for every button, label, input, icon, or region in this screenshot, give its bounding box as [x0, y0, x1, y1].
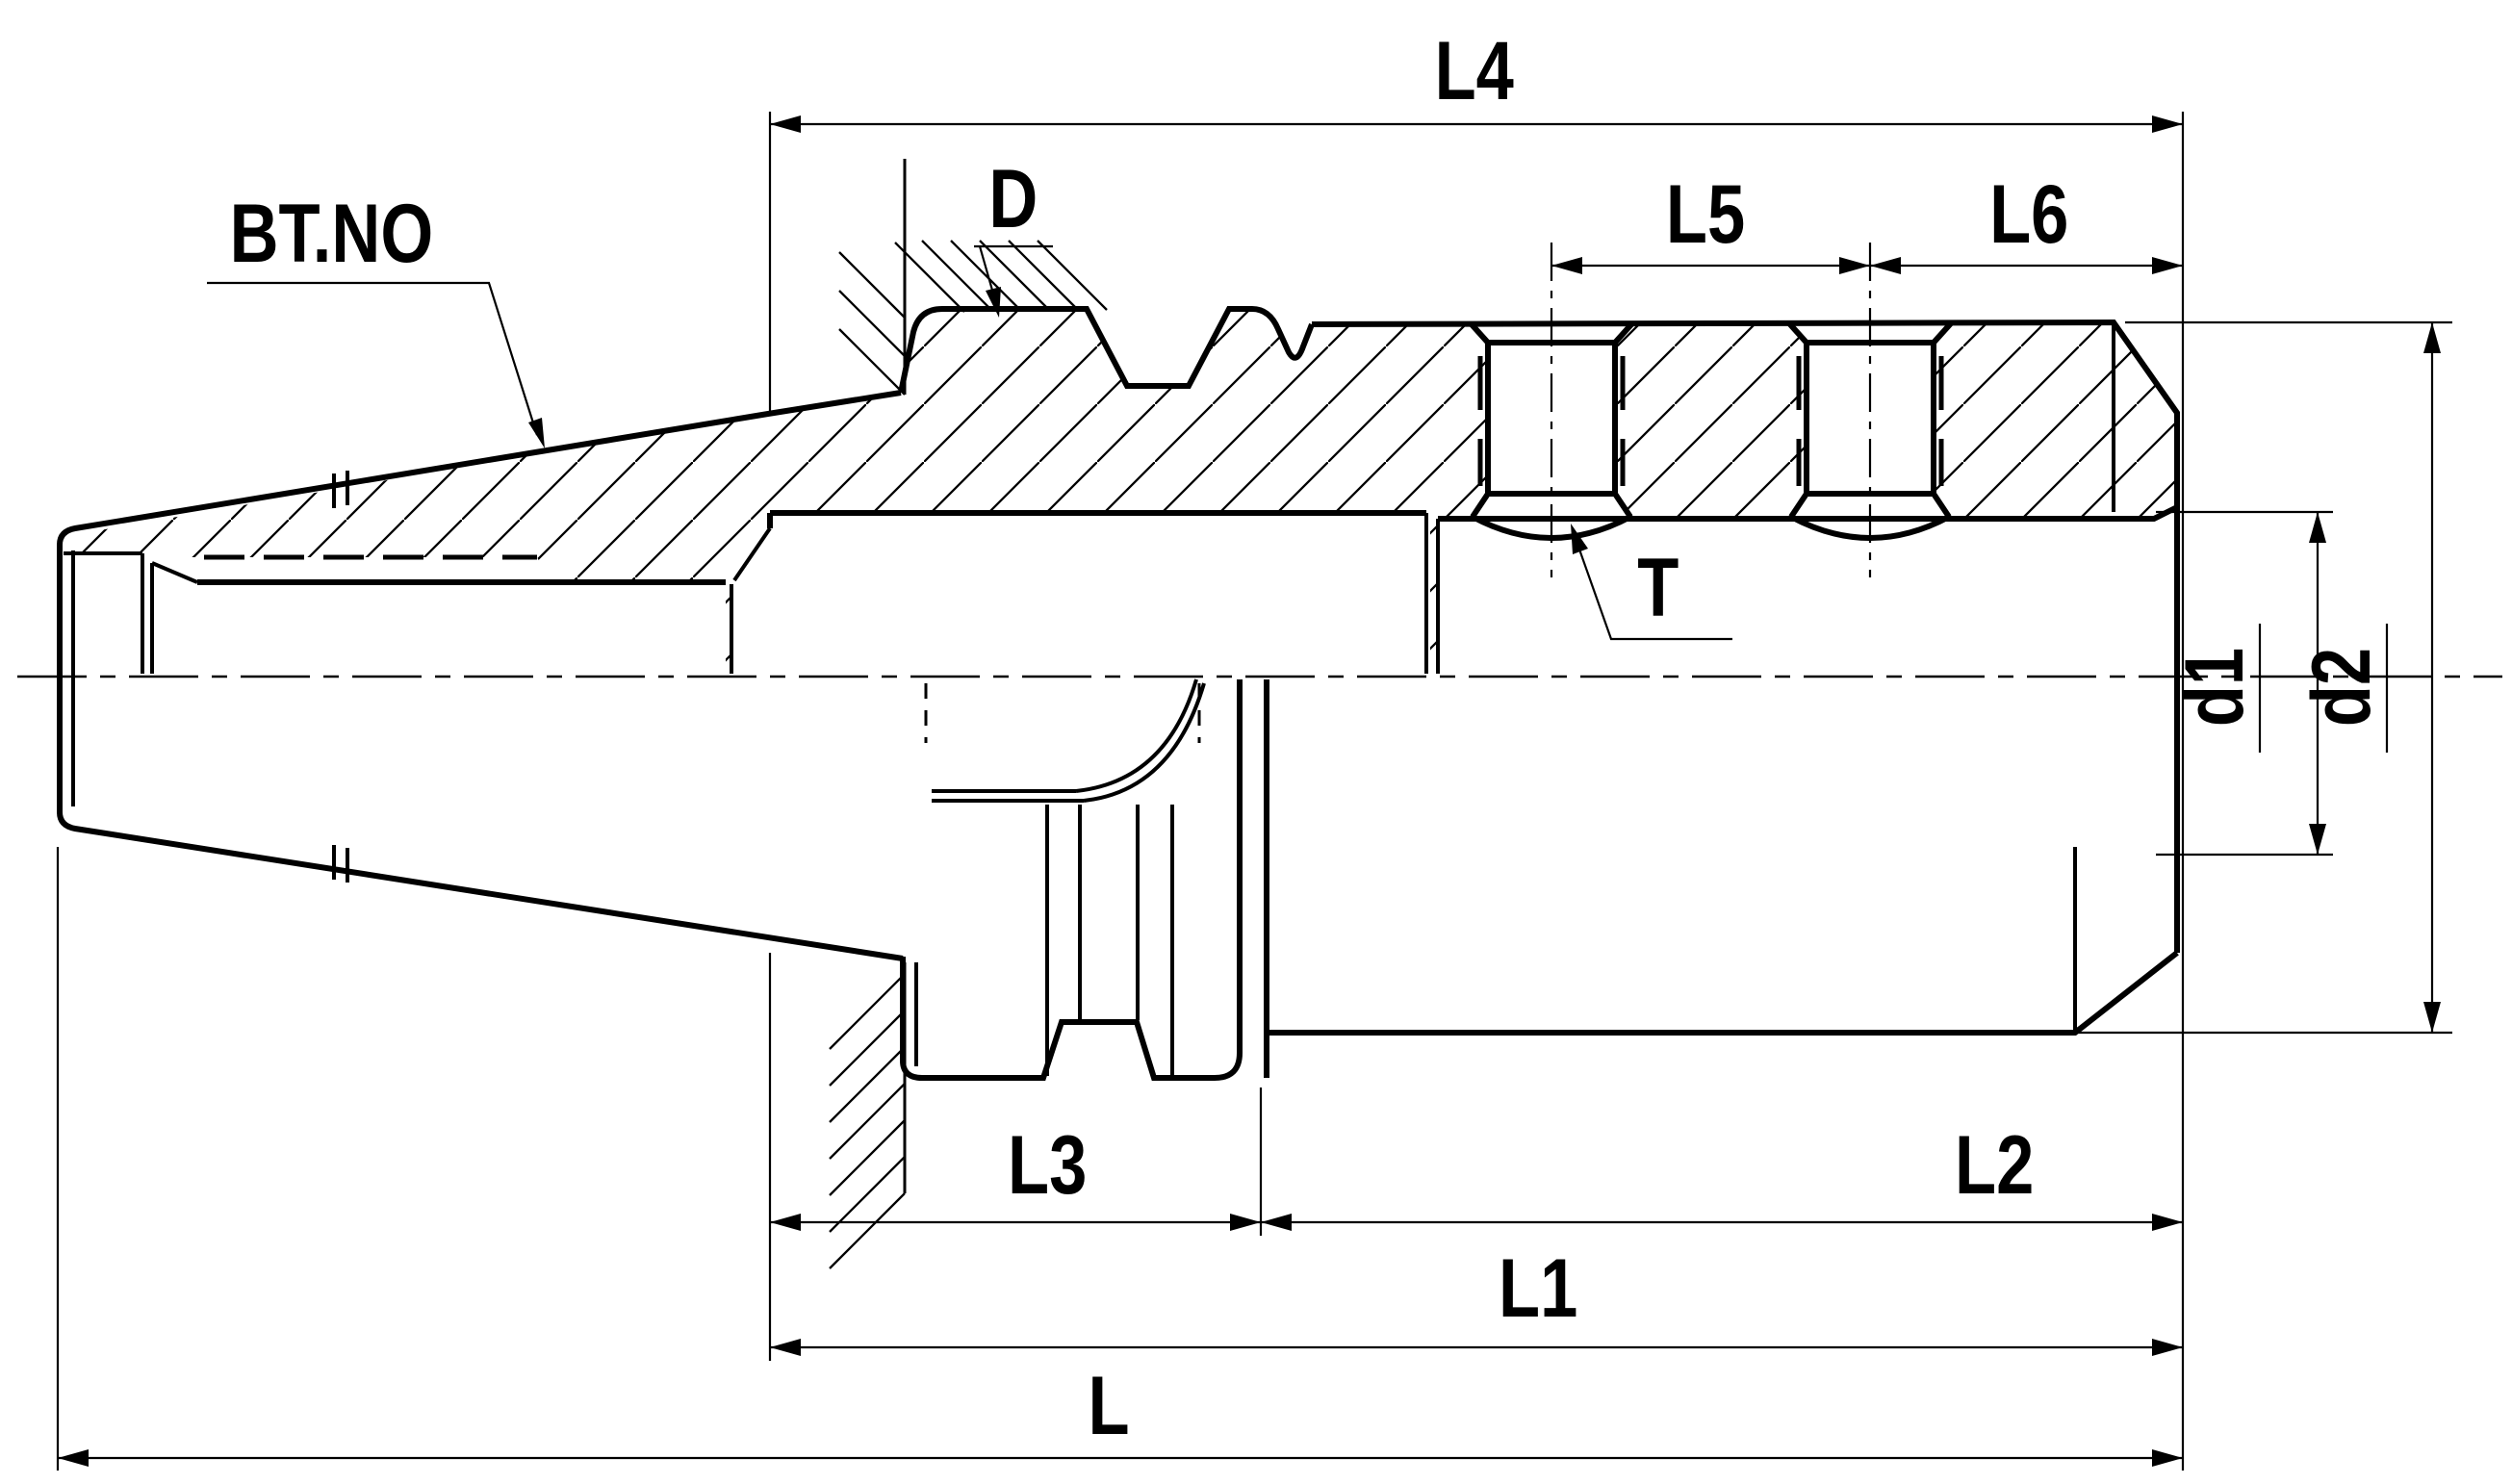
dim-label-l4: L4 [1435, 24, 1515, 116]
leader-T [1571, 524, 1732, 641]
body-outline-bottom [1267, 847, 2179, 1036]
dim-label-d: D [988, 152, 1038, 244]
dim-L1 [770, 1339, 2183, 1356]
dim-label-l6: L6 [1989, 167, 2068, 260]
set-screw-hole-2 [1786, 243, 1954, 577]
taper-shank-bottom [57, 811, 904, 961]
flange-bottom-view [900, 678, 1269, 1081]
taper-shank [57, 390, 902, 883]
spindle-wall-bottom [829, 962, 907, 1269]
dim-d2 [2385, 322, 2441, 1033]
dim-L5 [1551, 257, 1870, 274]
leader-bt-no [207, 281, 545, 448]
leader-D [974, 244, 1053, 318]
dim-label-d1: d1 [2167, 648, 2260, 727]
dim-L4 [770, 115, 2183, 133]
spindle-wall-top [838, 159, 1108, 396]
dim-label-l1: L1 [1499, 1241, 1577, 1334]
dim-L3 [770, 1214, 1261, 1231]
dim-label-t: T [1637, 541, 1679, 633]
dim-label-d2: d2 [2294, 648, 2387, 727]
dim-label-l5: L5 [1666, 167, 1745, 260]
dim-L2 [1261, 1214, 2183, 1231]
dim-label-l2: L2 [1955, 1118, 2034, 1211]
set-screw-hole-1 [1468, 243, 1635, 577]
dim-L6 [1870, 257, 2183, 274]
pull-stud-thread-bore [64, 526, 772, 674]
section-hatch [64, 309, 2177, 675]
body-outline-top [1311, 319, 2180, 953]
dim-d1 [2258, 512, 2326, 855]
dim-label-l3: L3 [1008, 1118, 1087, 1211]
label-bt-no: BT.NO [230, 187, 434, 279]
tool-bore [767, 504, 2179, 674]
dim-L [58, 1449, 2183, 1467]
flange-v-groove [898, 306, 1315, 394]
dim-label-l: L [1089, 1359, 1130, 1451]
extension-lines [56, 112, 2452, 1471]
